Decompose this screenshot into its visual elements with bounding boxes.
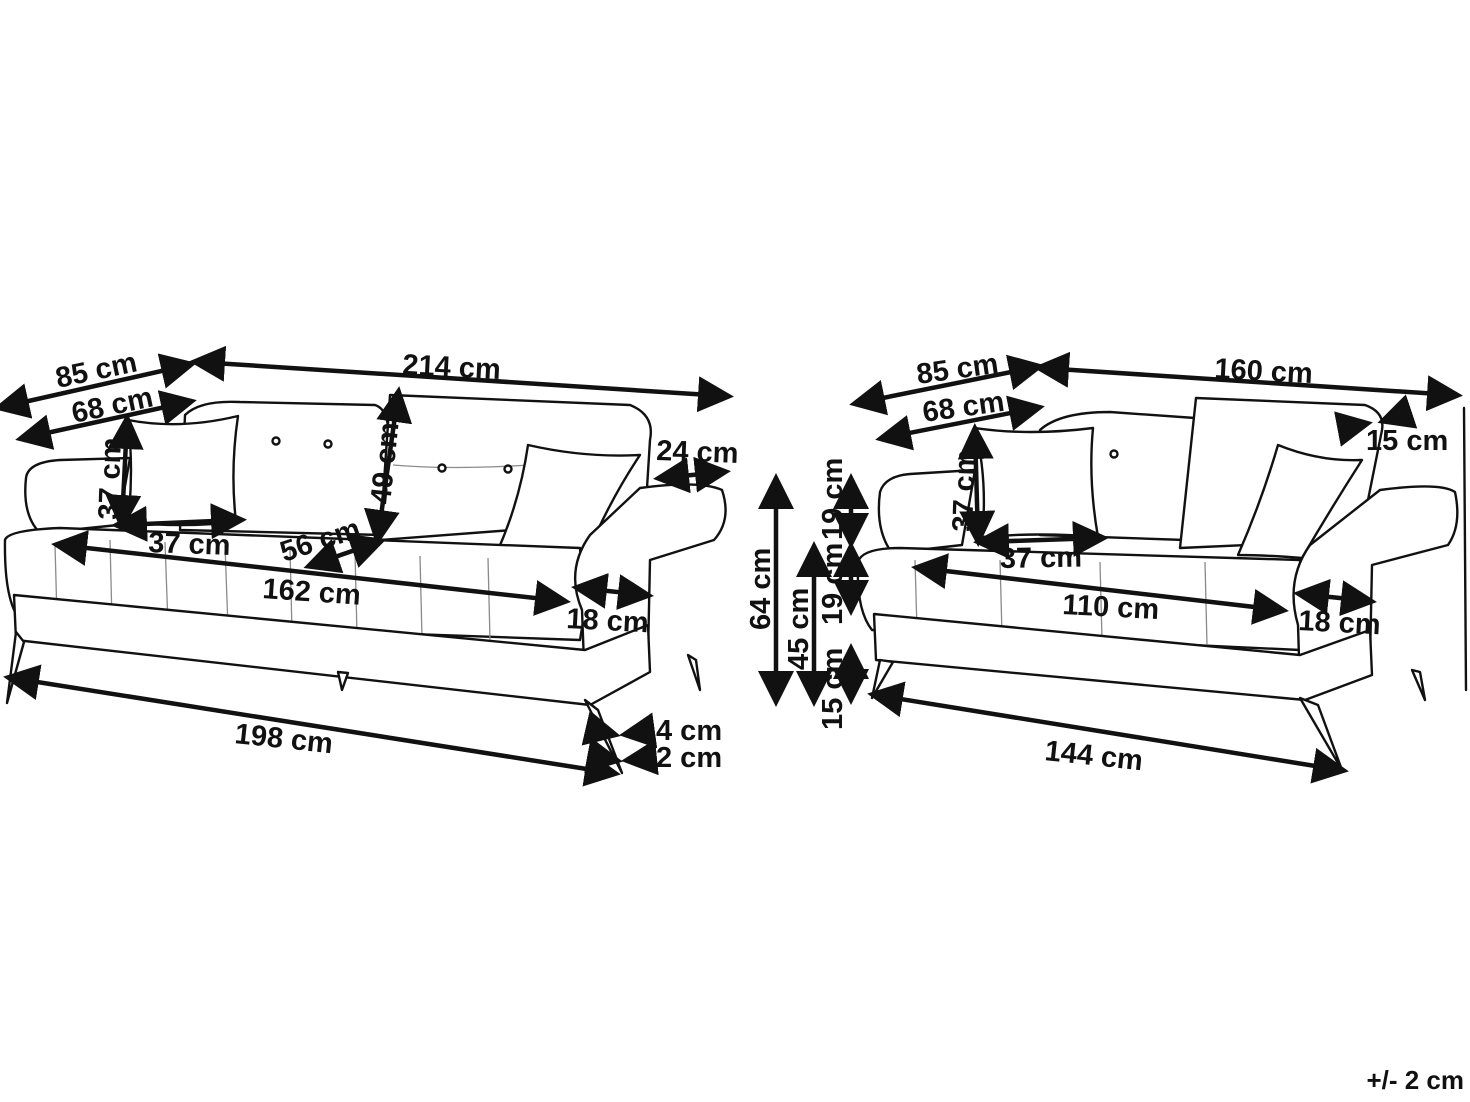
- label-2s-width: 160 cm: [1214, 353, 1314, 390]
- base-2: [872, 612, 1374, 702]
- pillow-left: [126, 414, 240, 527]
- dimension-labels: 85 cm 214 cm 68 cm 37 cm 49 cm 24 cm 37 …: [53, 346, 1448, 777]
- label-3s-cushion-width: 37 cm: [148, 527, 231, 562]
- dimension-arrows-3-seater: [0, 345, 734, 787]
- label-2s-base-width: 144 cm: [1043, 735, 1144, 777]
- pillow-left-2: [973, 426, 1100, 539]
- label-upper-back-height: 19 cm: [817, 458, 849, 540]
- dimension-arrows-heights: [758, 473, 869, 707]
- label-legs-height: 15 cm: [817, 648, 849, 730]
- tolerance-note: +/- 2 cm: [1366, 1065, 1464, 1095]
- label-seat-cushion-height: 19 cm: [817, 543, 849, 625]
- label-seat-height: 45 cm: [783, 588, 815, 670]
- label-3s-armrest-width: 24 cm: [656, 435, 739, 470]
- label-3s-width: 214 cm: [402, 349, 502, 386]
- label-total-height: 64 cm: [745, 548, 777, 630]
- label-3s-leg-height: 4 cm: [656, 715, 722, 747]
- label-2s-arm-inner: 18 cm: [1298, 605, 1382, 641]
- label-3s-leg-inset: 2 cm: [656, 742, 722, 774]
- label-2s-headrest-depth: 15 cm: [1366, 425, 1448, 457]
- dimension-arrows-2-seater: [849, 351, 1463, 784]
- label-3s-seat-width: 162 cm: [262, 573, 362, 612]
- arm-right-2: [1292, 485, 1459, 692]
- label-2s-cushion-height: 37 cm: [947, 449, 982, 532]
- label-2s-seat-depth: 68 cm: [921, 386, 1007, 429]
- label-3s-cushion-height: 37 cm: [93, 437, 128, 520]
- label-2s-cushion-width: 37 cm: [1000, 542, 1083, 575]
- label-2s-seat-width: 110 cm: [1062, 589, 1160, 626]
- label-3s-arm-inner: 18 cm: [566, 603, 650, 639]
- label-2s-depth: 85 cm: [915, 348, 1001, 391]
